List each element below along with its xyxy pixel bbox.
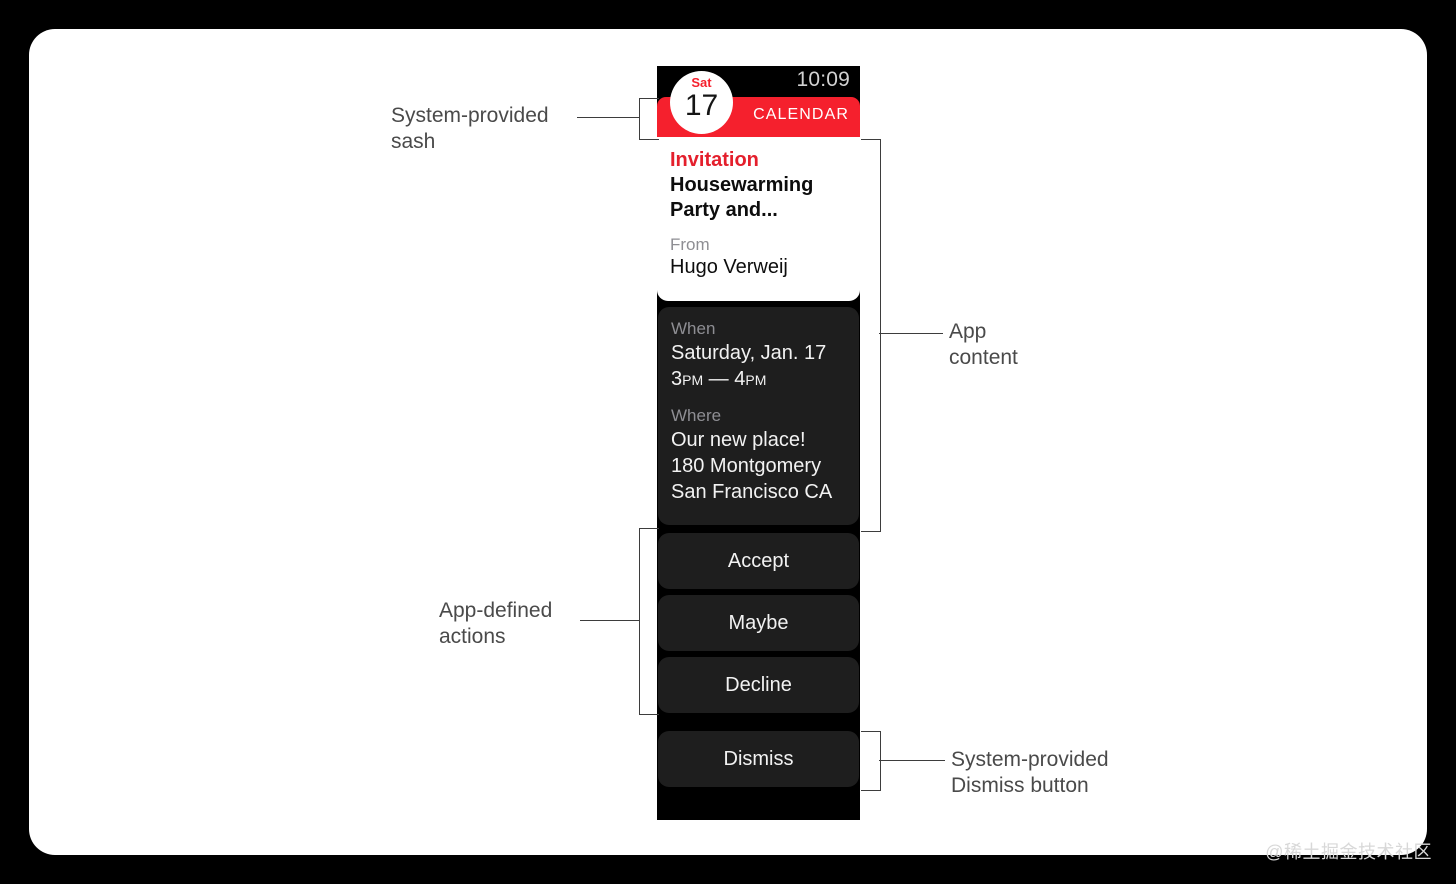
leader-line-dismiss-button [879, 760, 945, 761]
bracket-app-actions [639, 528, 659, 715]
invitation-card: Invitation Housewarming Party and... Fro… [657, 137, 860, 301]
leader-line-system-sash [577, 117, 640, 118]
when-label: When [671, 319, 716, 338]
where-line-1: Our new place! [671, 429, 806, 451]
watch-screen: 10:09 CALENDAR Sat 17 Invitation Housewa… [657, 66, 860, 820]
invitation-kind: Invitation [670, 149, 759, 171]
invitation-from-name: Hugo Verweij [670, 256, 788, 278]
event-details-card: When Saturday, Jan. 17 3PM — 4PM Where O… [658, 307, 859, 525]
time-start: 3 [671, 368, 683, 390]
time-dash: — [703, 368, 735, 390]
status-time: 10:09 [796, 68, 850, 91]
accept-button[interactable]: Accept [658, 533, 859, 589]
time-end-suffix: PM [745, 372, 767, 388]
time-end: 4 [734, 368, 746, 390]
leader-line-app-actions [580, 620, 640, 621]
annotation-dismiss-button: System-provided Dismiss button [951, 748, 1109, 797]
sash-app-label: CALENDAR [753, 106, 849, 123]
detail-spacer [671, 393, 846, 405]
bracket-system-sash [639, 98, 659, 140]
calendar-date: 17 [684, 89, 719, 122]
when-date: Saturday, Jan. 17 [671, 342, 827, 364]
where-line-2: 180 Montgomery [671, 455, 822, 477]
invitation-from-label: From [670, 235, 710, 254]
bracket-app-content [861, 139, 881, 532]
annotation-system-sash: System-provided sash [391, 104, 549, 153]
when-time: 3PM — 4PM [671, 366, 846, 393]
decline-button[interactable]: Decline [658, 657, 859, 713]
time-start-suffix: PM [682, 372, 704, 388]
bracket-dismiss-button [861, 731, 881, 791]
maybe-button[interactable]: Maybe [658, 595, 859, 651]
watermark: @稀土掘金技术社区 [1265, 842, 1432, 862]
calendar-weekday: Sat [691, 75, 712, 90]
calendar-icon: Sat 17 [670, 71, 733, 134]
annotation-app-actions: App-defined actions [439, 599, 553, 648]
dismiss-button[interactable]: Dismiss [658, 731, 859, 787]
where-line-3: San Francisco CA [671, 481, 833, 503]
annotation-app-content: App content [949, 320, 1018, 369]
leader-line-app-content [879, 333, 943, 334]
where-label: Where [671, 406, 722, 425]
invitation-subject: Housewarming Party and... [670, 174, 814, 221]
